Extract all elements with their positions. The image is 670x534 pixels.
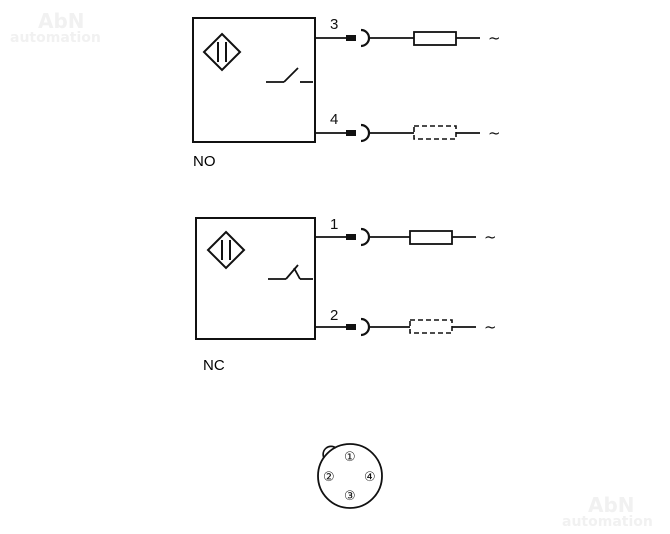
connector-pin-4: ④ <box>364 470 376 485</box>
watermark-top-left: AbN automation <box>10 9 101 46</box>
normally-closed-switch-icon <box>268 264 313 280</box>
nc-diagram: 1 ~ 2 ~ NC <box>195 216 497 374</box>
terminal-1-wiring <box>315 227 476 247</box>
pin-label-1: 1 <box>330 216 338 233</box>
sensor-body-no <box>192 17 316 143</box>
connector-key-notch <box>322 445 337 459</box>
svg-text:AbN: AbN <box>588 493 635 517</box>
watermark-bottom-right: AbN automation <box>562 493 653 530</box>
svg-text:automation: automation <box>562 514 653 530</box>
ac-supply-symbol: ~ <box>488 124 501 142</box>
pin-label-2: 2 <box>330 307 338 324</box>
ac-supply-symbol: ~ <box>484 318 497 336</box>
pin-label-4: 4 <box>330 111 338 128</box>
inductive-sensor-icon <box>202 32 242 72</box>
terminal-4-wiring <box>315 123 480 143</box>
ac-supply-symbol: ~ <box>484 228 497 246</box>
terminal-2-wiring <box>315 317 476 337</box>
connector-pin-2: ② <box>323 470 335 485</box>
load-resistor <box>409 230 453 245</box>
no-diagram: 3 ~ 4 ~ NO <box>192 16 501 170</box>
pin-label-3: 3 <box>330 16 338 33</box>
sensor-body-nc <box>195 217 316 340</box>
mode-label-no: NO <box>193 153 216 170</box>
svg-text:automation: automation <box>10 30 101 46</box>
optional-load-dashed <box>409 319 453 334</box>
terminal-3-wiring <box>315 28 480 48</box>
ac-supply-symbol: ~ <box>488 29 501 47</box>
svg-text:AbN: AbN <box>38 9 85 33</box>
normally-open-switch-icon <box>266 67 313 83</box>
connector-pin-1: ① <box>344 450 356 465</box>
load-resistor <box>413 31 457 46</box>
connector-face <box>317 443 383 509</box>
connector-pin-3: ③ <box>344 489 356 504</box>
inductive-sensor-icon <box>206 230 246 270</box>
optional-load-dashed <box>413 125 457 140</box>
mode-label-nc: NC <box>203 357 225 374</box>
connector-pinout: ① ② ④ ③ <box>317 443 383 509</box>
